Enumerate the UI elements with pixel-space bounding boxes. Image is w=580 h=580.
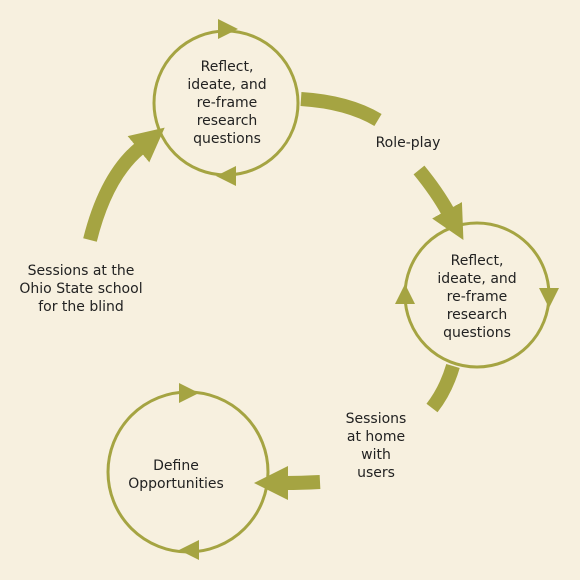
connector-1b-arrow (413, 165, 464, 241)
cycle-arrow-icon (539, 288, 559, 308)
edge-label-role-play: Role-play (375, 135, 441, 151)
cycle-arrow-icon (395, 284, 415, 304)
cycle-arrow-icon (179, 540, 199, 560)
cycle-arrow-icon (216, 166, 236, 186)
cycle-node-2 (395, 221, 559, 369)
cycle-node-1 (152, 19, 300, 186)
connector-1a (300, 92, 382, 127)
connector-3a (426, 363, 460, 413)
cycle-arrow-icon (179, 383, 199, 403)
connector-3b-arrow (254, 465, 321, 500)
cycle-arrow-icon (218, 19, 238, 39)
connector-2-arrow (83, 127, 165, 242)
